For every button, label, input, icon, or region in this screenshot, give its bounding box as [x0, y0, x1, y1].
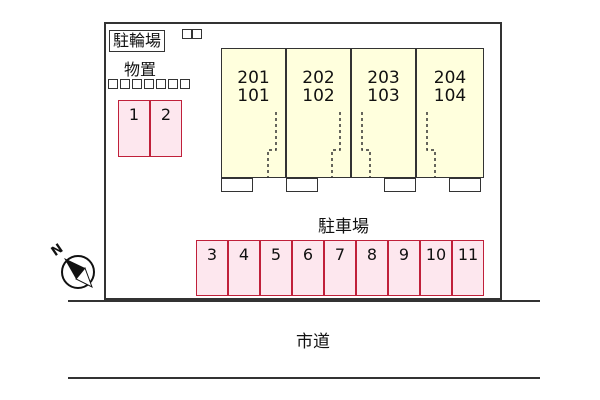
storage-marker — [168, 79, 178, 89]
parking-space-8: 8 — [356, 240, 388, 296]
unit-lower-number: 102 — [302, 86, 335, 106]
storage-space-1: 1 — [118, 100, 150, 157]
unit-upper-number: 203 — [367, 68, 400, 88]
parking-space-number: 11 — [457, 245, 479, 264]
entrance-step — [221, 178, 253, 192]
storage-marker — [132, 79, 142, 89]
parking-space-number: 10 — [425, 245, 447, 264]
interior-dash — [361, 112, 371, 178]
parking-space-7: 7 — [324, 240, 356, 296]
entrance-step — [286, 178, 318, 192]
bicycle-rack-marker — [192, 29, 202, 39]
parking-space-9: 9 — [388, 240, 420, 296]
interior-dash — [267, 112, 277, 178]
unit-201-101: 201 101 — [221, 48, 286, 178]
parking-space-number: 7 — [334, 245, 346, 264]
storage-marker — [108, 79, 118, 89]
entrance-step — [384, 178, 416, 192]
car-parking-label: 駐車場 — [318, 217, 369, 237]
unit-203-103: 203 103 — [351, 48, 416, 178]
parking-space-6: 6 — [292, 240, 324, 296]
storage-marker — [180, 79, 190, 89]
parking-space-5: 5 — [260, 240, 292, 296]
storage-strip — [108, 79, 196, 92]
storage-marker — [144, 79, 154, 89]
storage-space-number: 2 — [160, 105, 172, 124]
parking-space-number: 6 — [302, 245, 314, 264]
parking-space-number: 9 — [398, 245, 410, 264]
parking-space-11: 11 — [452, 240, 484, 296]
bicycle-parking-label: 駐輪場 — [109, 30, 166, 52]
unit-lower-number: 101 — [237, 86, 270, 106]
south-arrow-icon — [75, 267, 93, 289]
storage-marker — [156, 79, 166, 89]
road-edge-top — [68, 300, 540, 302]
parking-row: 3 4 5 6 7 8 9 10 11 — [196, 240, 484, 296]
parking-space-number: 5 — [270, 245, 282, 264]
parking-space-number: 4 — [238, 245, 250, 264]
unit-lower-number: 104 — [433, 86, 467, 106]
road-edge-bottom — [68, 377, 540, 379]
parking-space-4: 4 — [228, 240, 260, 296]
unit-upper-number: 201 — [237, 68, 270, 88]
unit-lower-number: 103 — [367, 86, 400, 106]
unit-upper-number: 204 — [433, 68, 467, 88]
bicycle-rack-marker — [182, 29, 192, 39]
entrance-step — [449, 178, 481, 192]
interior-dash — [426, 112, 436, 178]
storage-space-2: 2 — [150, 100, 182, 157]
storage-marker — [120, 79, 130, 89]
unit-upper-number: 202 — [302, 68, 335, 88]
interior-dash — [331, 112, 341, 178]
storage-space-number: 1 — [128, 105, 140, 124]
road-label: 市道 — [296, 332, 330, 352]
storage-label: 物置 — [124, 60, 157, 79]
parking-space-10: 10 — [420, 240, 452, 296]
parking-space-number: 3 — [206, 245, 218, 264]
parking-space-number: 8 — [366, 245, 378, 264]
parking-space-3: 3 — [196, 240, 228, 296]
